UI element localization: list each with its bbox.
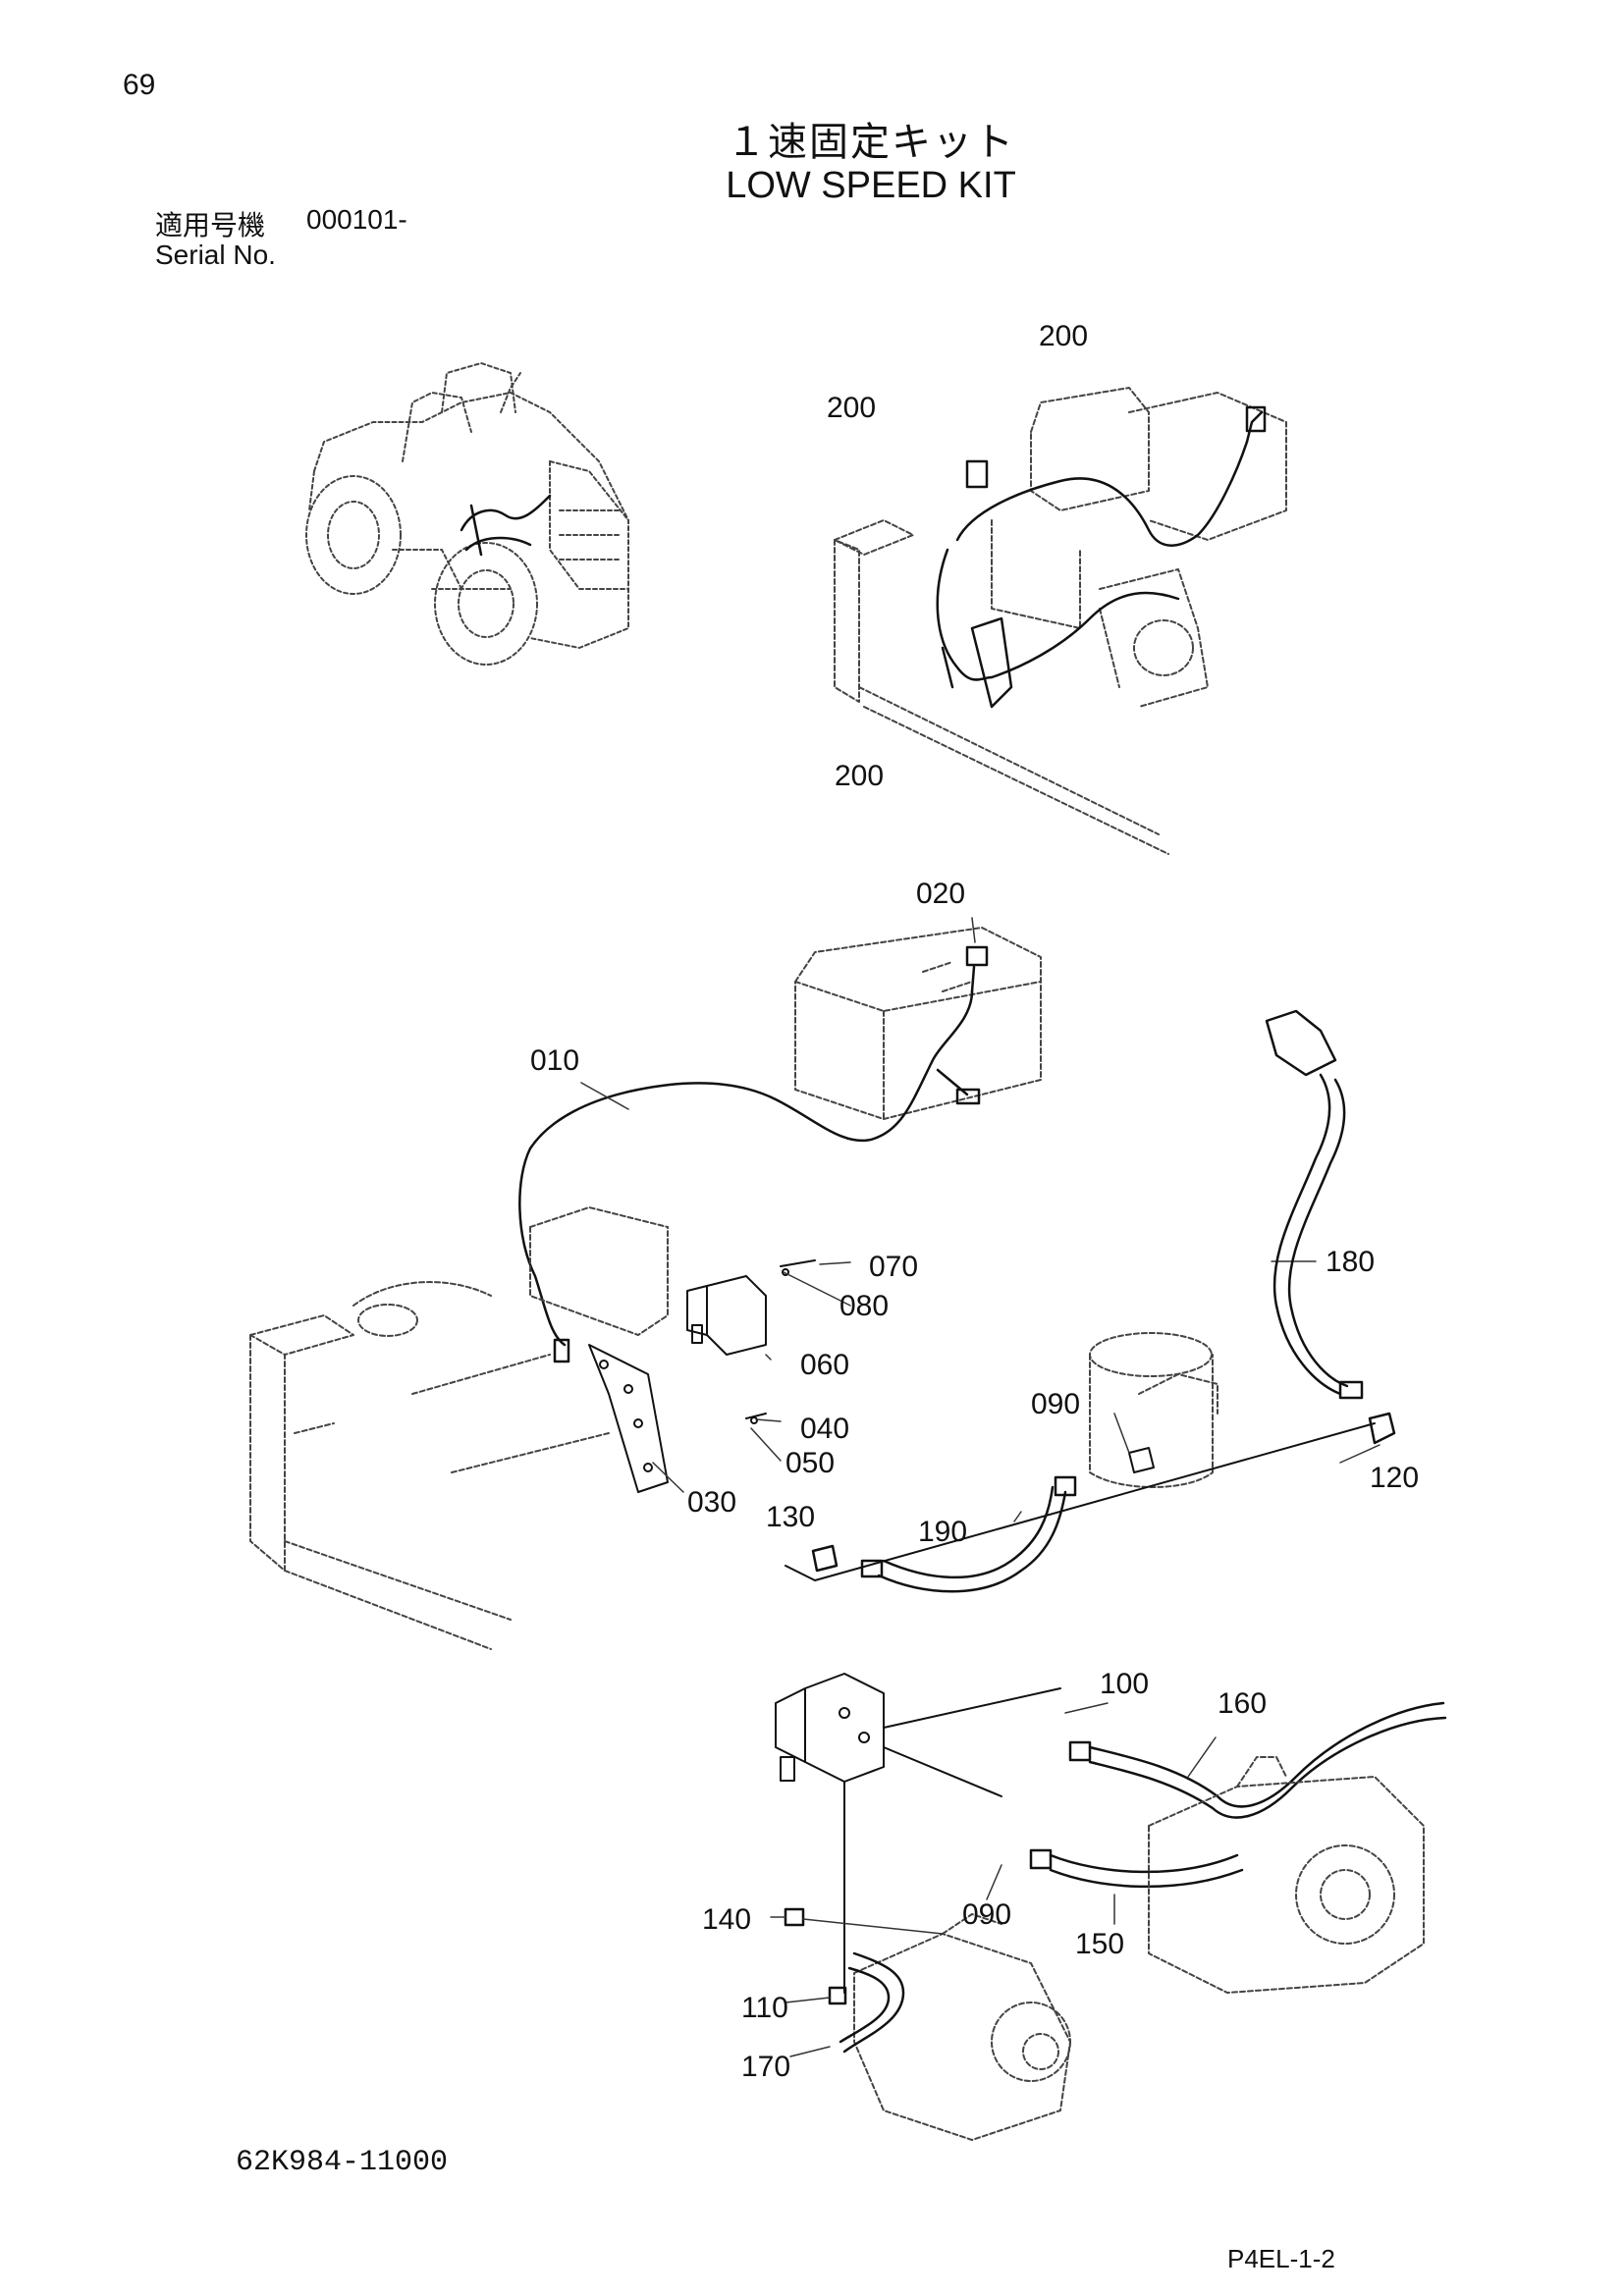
- callout-110: 110: [741, 1992, 788, 2024]
- callout-010: 010: [530, 1044, 579, 1077]
- title-english: LOW SPEED KIT: [726, 165, 1016, 206]
- callout-160: 160: [1218, 1687, 1267, 1720]
- callout-050: 050: [785, 1447, 835, 1479]
- harness-010: [518, 945, 989, 1363]
- bracket-030-and-valve-060: [588, 1259, 816, 1493]
- callout-090-upper: 090: [1031, 1388, 1080, 1420]
- callout-140: 140: [702, 1903, 751, 1936]
- callout-040: 040: [800, 1413, 849, 1445]
- leader-lines: [580, 917, 1380, 1493]
- pump-lower: [853, 1913, 1071, 2141]
- callout-130: 130: [766, 1501, 815, 1533]
- fitting-090-upper: [1128, 1447, 1155, 1473]
- detail-view-frame: [834, 387, 1287, 855]
- callout-180: 180: [1326, 1246, 1375, 1278]
- pump-right: [1148, 1756, 1425, 1994]
- overview-harness-highlight: [460, 494, 552, 557]
- drawing-part-code: 62K984-11000: [236, 2146, 449, 2179]
- frame-outline: [249, 1206, 669, 1650]
- control-valve: [775, 1422, 1376, 1994]
- hose-180: [1265, 1009, 1396, 1445]
- callout-080: 080: [839, 1290, 889, 1322]
- callout-090-lower: 090: [962, 1898, 1011, 1931]
- leader-lines-lower: [770, 1413, 1217, 2057]
- title-japanese: １速固定キット: [727, 120, 1015, 165]
- callout-120: 120: [1370, 1462, 1419, 1494]
- callout-070: 070: [869, 1251, 918, 1283]
- serial-label-english: Serial No.: [155, 240, 276, 270]
- detail-wire-harness: [936, 405, 1267, 709]
- page-code: P4EL-1-2: [1227, 2244, 1335, 2273]
- callout-100: 100: [1100, 1668, 1149, 1700]
- callout-200-left: 200: [827, 392, 876, 424]
- callout-150: 150: [1075, 1928, 1124, 1960]
- callout-labels: 200 200 200 020 010 070 080 060 040 050 …: [530, 320, 1419, 2083]
- callout-030: 030: [687, 1486, 736, 1519]
- callout-170: 170: [741, 2051, 790, 2083]
- machine-overview-illustration: [305, 362, 629, 666]
- serial-value: 000101-: [306, 204, 407, 235]
- hose-160-150: [1029, 1701, 1447, 1889]
- callout-190: 190: [918, 1516, 967, 1548]
- callout-200-bottom: 200: [835, 760, 884, 792]
- callout-200-top: 200: [1039, 320, 1088, 352]
- callout-020: 020: [916, 878, 965, 910]
- battery-box-outline: [794, 927, 1042, 1120]
- page-number: 69: [123, 69, 156, 101]
- callout-060: 060: [800, 1349, 849, 1381]
- serial-label-japanese: 適用号機: [155, 209, 266, 241]
- cylinder-090: [1089, 1332, 1218, 1488]
